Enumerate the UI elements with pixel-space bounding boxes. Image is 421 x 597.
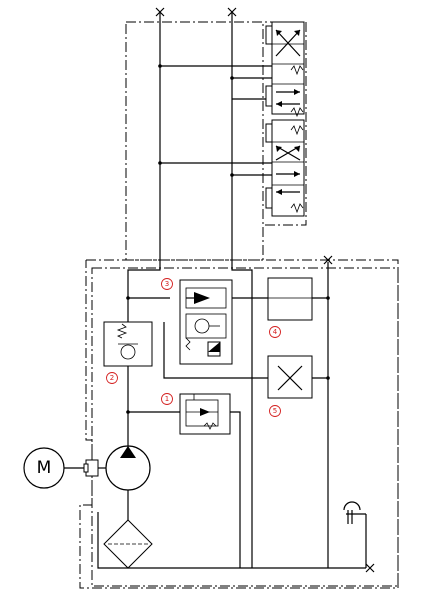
check-valve [103,321,153,367]
component-4-box [267,277,313,321]
directional-valve-top [265,21,305,118]
callout-2: 2 [106,372,118,384]
callout-4: 4 [269,326,281,338]
breather-symbol [343,501,366,524]
lower-enclosure [79,259,399,589]
motor-label: M [37,458,52,478]
callout-5: 5 [269,405,281,417]
callout-1: 1 [161,393,173,405]
svg-text:4: 4 [273,328,278,336]
upper-valve-enclosure [125,21,307,261]
component-5-box [267,355,313,399]
main-lines [97,255,375,573]
control-valve-block [179,279,233,365]
upper-lines [155,7,272,262]
motor-pump-group: M [23,445,151,520]
relief-valve [179,393,231,435]
callout-3: 3 [161,278,173,290]
svg-text:2: 2 [110,374,114,382]
directional-valve-bottom [265,119,305,217]
svg-text:5: 5 [273,407,277,415]
svg-text:3: 3 [165,280,169,288]
filter [103,519,153,569]
svg-text:1: 1 [165,395,169,403]
